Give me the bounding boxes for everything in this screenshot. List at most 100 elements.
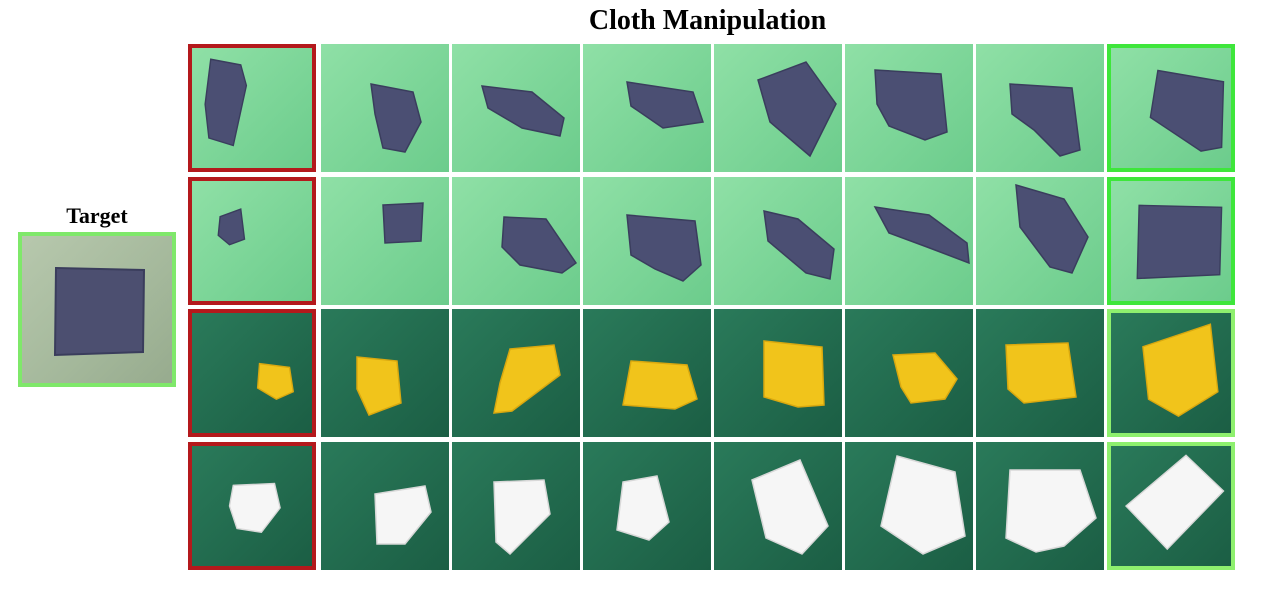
cloth-shape: [1149, 69, 1225, 152]
cloth-shape: [493, 344, 561, 414]
frame-r1-c7: [976, 44, 1104, 172]
frame-r4-c1: [188, 442, 316, 570]
cloth-photo: [845, 309, 973, 437]
frame-r1-c4: [583, 44, 711, 172]
cloth-photo: [583, 177, 711, 305]
cloth-photo: [976, 309, 1104, 437]
cloth-shape: [1124, 454, 1225, 551]
cloth-photo: [583, 442, 711, 570]
cloth-shape: [1142, 323, 1219, 417]
cloth-photo: [1111, 181, 1231, 301]
cloth-shape: [880, 455, 966, 555]
frame-r4-c5: [714, 442, 842, 570]
frame-r3-c8: [1107, 309, 1235, 437]
frame-r2-c3: [452, 177, 580, 305]
frame-r1-c3: [452, 44, 580, 172]
cloth-photo: [452, 177, 580, 305]
target-cloth-icon: [53, 266, 146, 357]
cloth-photo: [192, 181, 312, 301]
frame-r4-c6: [845, 442, 973, 570]
cloth-photo: [976, 177, 1104, 305]
cloth-shape: [616, 475, 670, 541]
cloth-shape: [256, 362, 295, 401]
frame-r4-c3: [452, 442, 580, 570]
cloth-shape: [892, 352, 958, 404]
frame-r3-c3: [452, 309, 580, 437]
cloth-photo: [192, 446, 312, 566]
frame-r2-c2: [321, 177, 449, 305]
cloth-shape: [382, 202, 424, 244]
frame-r2-c5: [714, 177, 842, 305]
cloth-shape: [480, 85, 565, 137]
cloth-shape: [763, 210, 835, 280]
cloth-photo: [583, 44, 711, 172]
frame-r4-c2: [321, 442, 449, 570]
cloth-shape: [356, 356, 402, 416]
cloth-photo: [976, 44, 1104, 172]
frame-r2-c6: [845, 177, 973, 305]
frame-r3-c2: [321, 309, 449, 437]
frame-r4-c7: [976, 442, 1104, 570]
frame-r3-c1: [188, 309, 316, 437]
frame-r1-c6: [845, 44, 973, 172]
frame-r3-c6: [845, 309, 973, 437]
frame-r1-c8: [1107, 44, 1235, 172]
cloth-photo: [845, 44, 973, 172]
cloth-photo: [452, 309, 580, 437]
frame-r1-c2: [321, 44, 449, 172]
cloth-photo: [1111, 313, 1231, 433]
cloth-shape: [622, 360, 698, 410]
frame-r3-c4: [583, 309, 711, 437]
frame-r2-c8: [1107, 177, 1235, 305]
frame-r2-c4: [583, 177, 711, 305]
frame-r2-c1: [188, 177, 316, 305]
cloth-photo: [714, 309, 842, 437]
cloth-photo: [321, 442, 449, 570]
figure-title: Cloth Manipulation: [588, 5, 827, 36]
cloth-photo: [321, 44, 449, 172]
cloth-shape: [1005, 469, 1097, 553]
cloth-shape: [370, 83, 422, 153]
cloth-shape: [874, 69, 948, 141]
cloth-shape: [626, 214, 702, 282]
cloth-shape: [763, 340, 825, 408]
cloth-photo: [1111, 446, 1231, 566]
cloth-shape: [1015, 183, 1089, 274]
cloth-shape: [374, 485, 432, 545]
cloth-photo: [321, 309, 449, 437]
frame-r3-c5: [714, 309, 842, 437]
cloth-photo: [976, 442, 1104, 570]
frame-r1-c5: [714, 44, 842, 172]
cloth-photo: [845, 177, 973, 305]
frame-r2-c7: [976, 177, 1104, 305]
cloth-shape: [751, 459, 829, 555]
frame-r1-c1: [188, 44, 316, 172]
cloth-photo: [583, 309, 711, 437]
cloth-shape: [493, 479, 551, 556]
target-label: Target: [66, 203, 128, 228]
cloth-photo: [192, 48, 312, 168]
cloth-photo: [452, 442, 580, 570]
cloth-shape: [873, 206, 970, 265]
cloth-shape: [217, 208, 246, 246]
cloth-shape: [1005, 342, 1077, 404]
cloth-shape: [1009, 83, 1081, 157]
frame-r3-c7: [976, 309, 1104, 437]
cloth-shape: [1136, 204, 1223, 280]
cloth-shape: [501, 216, 578, 274]
cloth-photo: [714, 44, 842, 172]
cloth-photo: [845, 442, 973, 570]
cloth-shape: [757, 61, 837, 158]
cloth-photo: [452, 44, 580, 172]
cloth-photo: [192, 313, 312, 433]
cloth-shape: [228, 482, 281, 534]
cloth-photo: [321, 177, 449, 305]
frame-r4-c8: [1107, 442, 1235, 570]
cloth-photo: [714, 177, 842, 305]
cloth-shape: [626, 81, 704, 129]
cloth-photo: [1111, 48, 1231, 168]
target-image: [18, 232, 176, 387]
cloth-shape: [204, 58, 248, 147]
frame-r4-c4: [583, 442, 711, 570]
